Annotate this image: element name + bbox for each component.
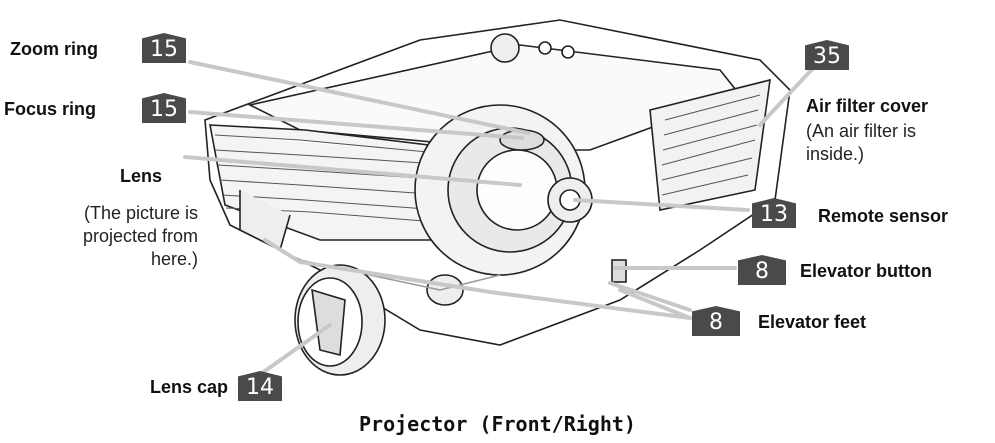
air-filter-cover-label: Air filter cover — [806, 96, 929, 116]
lens-desc-line: here.) — [150, 249, 198, 269]
lens-desc-line: projected from — [82, 226, 198, 246]
air-filter-page-badge: 35 — [805, 40, 849, 70]
lens-desc-line: (The picture is — [83, 203, 198, 223]
elevator-button-label: Elevator button — [800, 261, 933, 281]
lens-label: Lens — [120, 166, 163, 186]
focus-ring-label: Focus ring — [4, 99, 97, 119]
lens-cap-label: Lens cap — [150, 377, 229, 397]
remote-sensor-page-badge: 13 — [752, 198, 796, 228]
air-filter-description: (An air filter is inside.) — [806, 120, 916, 166]
air-filter-desc-line: (An air filter is — [806, 121, 917, 141]
zoom-ring-label: Zoom ring — [10, 39, 98, 59]
focus-ring-page-badge: 15 — [142, 93, 186, 123]
remote-sensor-label: Remote sensor — [818, 206, 949, 226]
lens-cap-page-badge: 14 — [238, 371, 282, 401]
projector-illustration — [204, 19, 791, 346]
elevator-button-page-badge: 8 — [738, 255, 786, 285]
elevator-feet-label: Elevator feet — [758, 312, 867, 332]
air-filter-desc-line: inside.) — [806, 144, 865, 164]
lens-description: (The picture is projected from here.) — [78, 202, 198, 271]
lens-cap-illustration — [294, 264, 386, 376]
leader-lines — [183, 48, 832, 380]
zoom-ring-page-badge: 15 — [142, 33, 186, 63]
elevator-feet-page-badge: 8 — [692, 306, 740, 336]
diagram-caption: Projector (Front/Right) — [359, 412, 636, 436]
